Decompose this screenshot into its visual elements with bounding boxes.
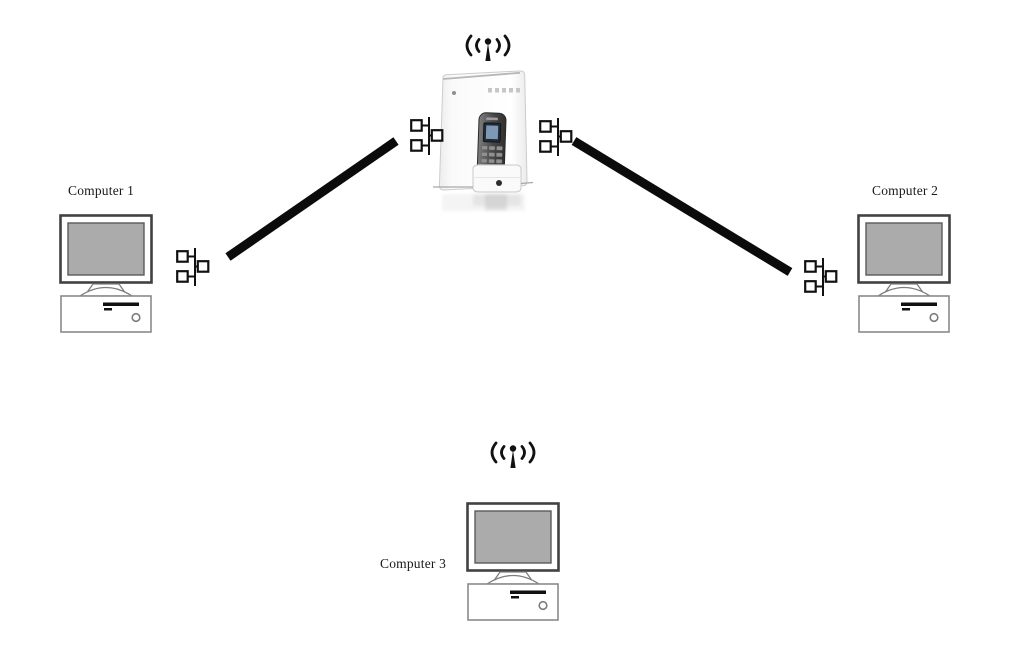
- computer1-icon: [59, 214, 153, 334]
- network-adapter-icon-computer1: [176, 247, 210, 287]
- link-computer1-to-router: [225, 137, 399, 261]
- network-adapter-icon-router-left: [410, 116, 444, 156]
- wireless-router-device: [433, 70, 533, 211]
- computer1-label: Computer 1: [68, 183, 135, 198]
- router-cable: [433, 181, 533, 188]
- router-logo-mark: [452, 91, 456, 95]
- router-reflection: [442, 194, 525, 211]
- computer3-icon: [466, 502, 560, 622]
- handset-dock: [472, 164, 522, 193]
- computer2-icon: [857, 214, 951, 334]
- computer2-label: Computer 2: [872, 183, 939, 198]
- network-adapter-icon-computer2: [804, 257, 838, 297]
- computer3-label: Computer 3: [380, 556, 447, 571]
- router-indicator-lights: [488, 88, 520, 93]
- link-computer2-to-router: [571, 137, 793, 276]
- wireless-signal-icon-router: [465, 34, 511, 63]
- wireless-signal-icon-computer3: [490, 441, 536, 470]
- network-adapter-icon-router-right: [539, 117, 573, 157]
